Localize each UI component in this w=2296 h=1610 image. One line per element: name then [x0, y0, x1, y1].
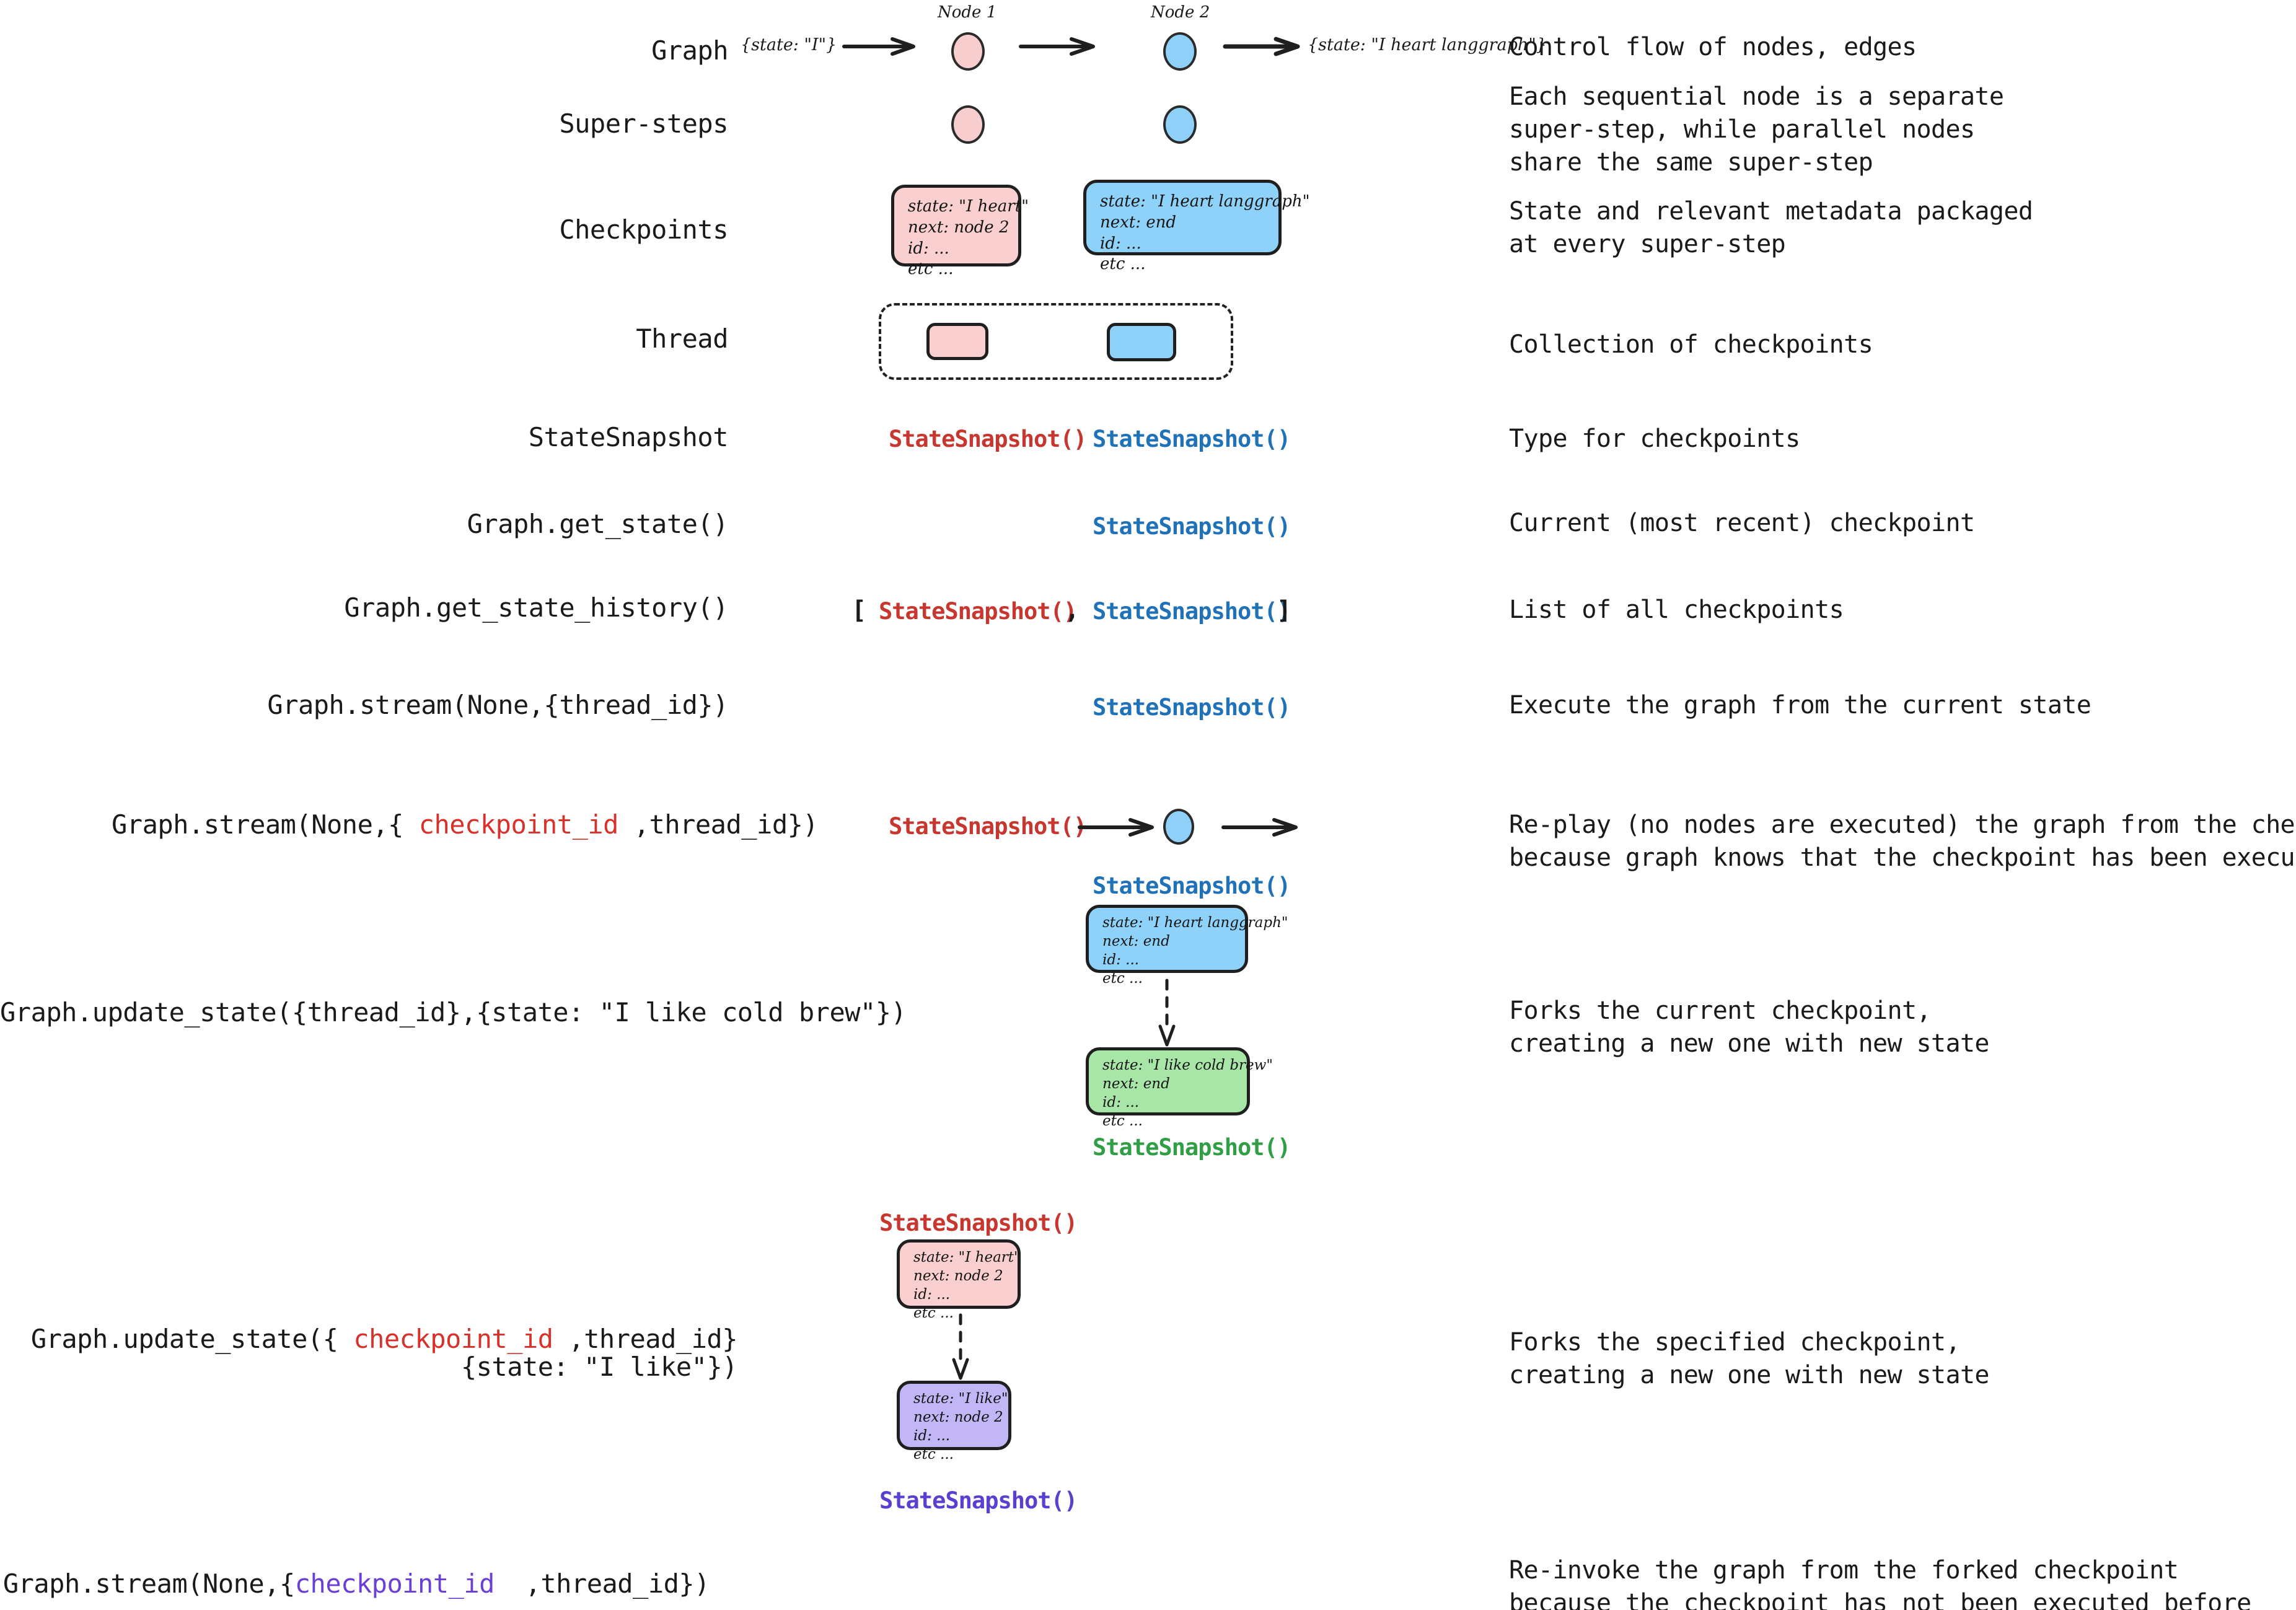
fork-source-card-pink: state: "I heart" next: node 2 id: ... et…	[897, 1239, 1021, 1321]
card-line: state: "I heart langgraph"	[1102, 915, 1288, 931]
row-label-update-state-checkpoint-line2: {state: "I like"})	[460, 1352, 738, 1382]
stream-forked-label-post: ,thread_id})	[494, 1568, 710, 1599]
card-line: id: ...	[913, 1427, 951, 1444]
fork-dashed-arrow-purple	[952, 1313, 969, 1380]
card-line: id: ...	[1102, 1094, 1140, 1111]
card-line: id: ...	[1102, 951, 1140, 968]
desc-graph: Control flow of nodes, edges	[1509, 33, 1917, 61]
node-1-circle	[951, 32, 985, 71]
card-line: etc ...	[908, 260, 954, 279]
stream-thread-result-snapshot: StateSnapshot()	[1093, 694, 1291, 721]
replay-arrow-in	[1078, 818, 1154, 837]
update-state-label-pre: Graph.update_state({	[30, 1324, 354, 1354]
graph-input-state-annotation: {state: "I"}	[741, 35, 837, 55]
graph-output-state-annotation: {state: "I heart langgraph"}	[1308, 35, 1547, 55]
card-line: etc ...	[913, 1304, 954, 1321]
replay-arrow-out	[1221, 818, 1298, 837]
row-label-update-state-checkpoint: Graph.update_state({ checkpoint_id ,thre…	[0, 1323, 738, 1356]
card-line: etc ...	[1102, 970, 1143, 987]
thread-checkpoint-chip-2	[1107, 323, 1176, 361]
card-line: next: end	[1102, 933, 1170, 949]
edge-arrow-node1-to-node2	[1019, 37, 1095, 56]
desc-stream-checkpoint: Re-play (no nodes are executed) the grap…	[1509, 811, 2296, 872]
card-line: id: ...	[1100, 234, 1141, 253]
forked-checkpoint-card-green: state: "I like cold brew" next: end id: …	[1086, 1047, 1273, 1129]
row-label-update-state-thread: Graph.update_state({thread_id},{state: "…	[0, 997, 907, 1027]
row-label-graph: Graph	[651, 35, 728, 66]
update-state-label-post: ,thread_id}	[553, 1324, 737, 1354]
stream-checkpoint-label-post: ,thread_id})	[618, 809, 819, 840]
card-line: state: "I heart langgraph"	[1100, 192, 1310, 211]
desc-stream-forked: Re-invoke the graph from the forked chec…	[1509, 1556, 2251, 1610]
desc-update-state-checkpoint: Forks the specified checkpoint, creating…	[1509, 1328, 1990, 1389]
checkpoint-id-token: checkpoint_id	[294, 1568, 495, 1599]
superstep-node-2	[1163, 105, 1197, 144]
row-label-get-state: Graph.get_state()	[467, 509, 729, 539]
row-label-get-state-history: Graph.get_state_history()	[344, 592, 728, 623]
stream-forked-label-pre: Graph.stream(None,{	[2, 1568, 295, 1599]
list-open-bracket: [	[851, 596, 867, 625]
card-line: id: ...	[908, 239, 949, 258]
row-label-stream-checkpoint: Graph.stream(None,{ checkpoint_id ,threa…	[112, 809, 819, 842]
replay-result-snapshot-label: StateSnapshot()	[1093, 873, 1291, 899]
row-label-checkpoints: Checkpoints	[559, 214, 728, 245]
thread-container	[879, 303, 1233, 380]
card-line: next: node 2	[913, 1409, 1003, 1425]
desc-checkpoints: State and relevant metadata packaged at …	[1509, 197, 2033, 258]
statesnapshot-label-red: StateSnapshot()	[889, 426, 1087, 452]
card-line: etc ...	[1100, 255, 1146, 274]
checkpoint-id-token: checkpoint_id	[418, 809, 619, 840]
card-line: next: end	[1102, 1075, 1170, 1092]
node2-label: Node 2	[1151, 3, 1210, 22]
forked-snapshot-label-green: StateSnapshot()	[1093, 1134, 1291, 1161]
node-2-circle	[1163, 32, 1197, 71]
row-label-statesnapshot: StateSnapshot	[528, 422, 729, 452]
edge-arrow-input-to-node1	[842, 37, 915, 56]
card-line: next: node 2	[908, 218, 1009, 237]
desc-supersteps: Each sequential node is a separate super…	[1509, 82, 2004, 177]
forked-snapshot-label-purple: StateSnapshot()	[879, 1487, 1078, 1514]
get-state-result-snapshot: StateSnapshot()	[1093, 513, 1291, 540]
edge-arrow-node2-to-output	[1223, 37, 1300, 56]
history-snapshot-red: StateSnapshot()	[879, 598, 1077, 625]
card-line: state: "I heart"	[908, 197, 1029, 216]
row-label-supersteps: Super-steps	[559, 108, 728, 139]
forked-checkpoint-card-purple: state: "I like" next: node 2 id: ... etc…	[897, 1381, 1011, 1463]
card-line: state: "I like cold brew"	[1102, 1057, 1273, 1073]
history-snapshot-blue: StateSnapshot()	[1093, 598, 1291, 625]
desc-thread: Collection of checkpoints	[1509, 330, 1873, 359]
fork-source-snapshot-label-red: StateSnapshot()	[879, 1210, 1078, 1236]
row-label-stream-forked: Graph.stream(None,{checkpoint_id ,thread…	[0, 1568, 710, 1601]
superstep-node-1	[951, 105, 985, 144]
card-line: next: end	[1100, 213, 1177, 232]
card-line: etc ...	[1102, 1112, 1143, 1129]
list-comma: ,	[1065, 596, 1080, 625]
desc-update-state-thread: Forks the current checkpoint, creating a…	[1509, 996, 1990, 1058]
node1-label: Node 1	[938, 3, 997, 22]
fork-dashed-arrow-green	[1158, 979, 1176, 1047]
row-label-stream-thread: Graph.stream(None,{thread_id})	[267, 690, 728, 720]
thread-checkpoint-chip-1	[926, 323, 988, 360]
replay-source-snapshot: StateSnapshot()	[889, 813, 1087, 840]
stream-checkpoint-label-pre: Graph.stream(None,{	[112, 809, 419, 840]
statesnapshot-label-blue: StateSnapshot()	[1093, 426, 1291, 452]
replay-checkpoint-card: state: "I heart langgraph" next: end id:…	[1086, 905, 1288, 987]
checkpoint-card-node2: state: "I heart langgraph" next: end id:…	[1083, 180, 1310, 273]
checkpoint-card-node1: state: "I heart" next: node 2 id: ... et…	[891, 185, 1029, 278]
checkpoint-id-token: checkpoint_id	[353, 1324, 553, 1354]
list-close-bracket: ]	[1277, 596, 1292, 625]
desc-get-state-history: List of all checkpoints	[1509, 596, 1844, 624]
card-line: state: "I heart"	[913, 1249, 1021, 1265]
desc-statesnapshot: Type for checkpoints	[1509, 424, 1800, 453]
desc-stream-thread: Execute the graph from the current state	[1509, 691, 2091, 719]
card-line: state: "I like"	[913, 1391, 1008, 1407]
card-line: etc ...	[913, 1446, 954, 1463]
card-line: next: node 2	[913, 1267, 1003, 1284]
card-line: id: ...	[913, 1286, 951, 1303]
row-label-thread: Thread	[636, 323, 728, 354]
desc-get-state: Current (most recent) checkpoint	[1509, 509, 1975, 537]
replay-node-circle	[1163, 809, 1194, 845]
